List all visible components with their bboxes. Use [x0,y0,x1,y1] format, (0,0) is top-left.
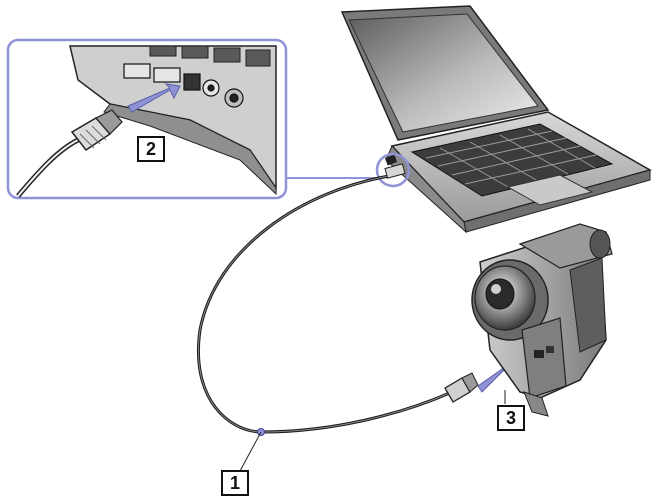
ilink-cable [197,173,453,434]
camera-side-plug [444,372,479,403]
laptop-icon [340,5,652,234]
port-highlight-ring [375,152,411,188]
camcorder-icon [471,223,613,417]
insert-arrow-icon [127,83,181,113]
ilink-connector-icon [16,109,123,198]
callout-label-camera-port: 3 [497,405,525,431]
callout-label-laptop-port: 2 [137,136,165,162]
port-closeup-inset [6,38,288,200]
callout-label-cable: 1 [221,470,249,496]
